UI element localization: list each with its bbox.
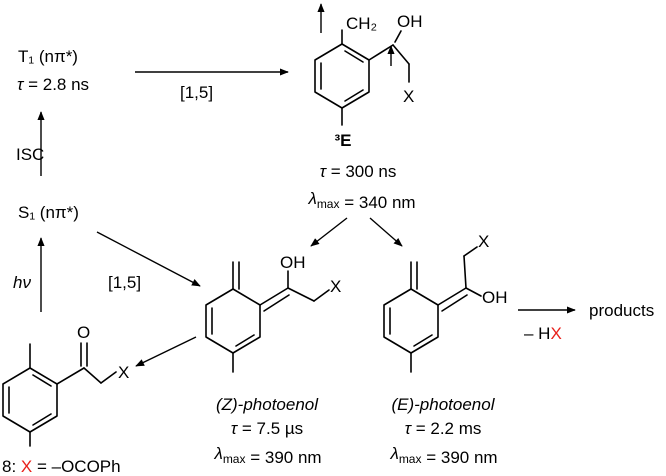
products-label: products — [589, 301, 654, 320]
isc-label: ISC — [16, 145, 44, 164]
hv-label: hν — [13, 273, 31, 292]
compound-8-structure — [2, 342, 117, 447]
e-enol-name: (E)-photoenol — [391, 395, 495, 414]
z-photoenol-structure — [205, 261, 330, 373]
biradical-leaving-group: X — [403, 87, 414, 106]
methylene-atom-label: CH₂ — [346, 14, 377, 33]
z-enol-oh-label: OH — [280, 253, 306, 272]
z-enol-name: (Z)-photoenol — [216, 395, 319, 414]
biradical-lambda-max: λmax = 340 nm — [307, 189, 415, 212]
e-enol-lambda-max: λmax = 390 nm — [389, 444, 497, 467]
z-enol-leaving-group: X — [330, 277, 341, 296]
shift-label-top: [1,5] — [180, 83, 213, 102]
shift-label-mid: [1,5] — [108, 273, 141, 292]
s1-state-label: S₁ (nπ*) — [18, 203, 79, 222]
biradical-3e-structure — [314, 3, 410, 126]
ketone-oxygen-label: O — [77, 323, 90, 342]
to-e-enol-arrow — [369, 217, 403, 247]
compound-8-leaving-group: X — [118, 363, 129, 382]
z-enol-lifetime: τ = 7.5 µs — [231, 419, 303, 438]
biradical-name: ³E — [335, 131, 352, 150]
to-z-enol-arrow — [310, 217, 348, 247]
z-enol-lambda-max: λmax = 390 nm — [213, 444, 321, 467]
elimination-text: – HX — [524, 324, 562, 343]
shift-arrow-mid — [96, 231, 201, 287]
t1-lifetime-label: τ = 2.8 ns — [17, 75, 89, 94]
e-photoenol-structure — [383, 246, 482, 373]
t1-state-label: T₁ (nπ*) — [18, 47, 78, 66]
compound-8-caption: 8: X = –OCOPh — [2, 457, 121, 476]
e-enol-leaving-group: X — [478, 232, 489, 251]
elimination-label: – HX — [524, 324, 562, 343]
biradical-oh-label: OH — [397, 12, 423, 31]
e-enol-lifetime: τ = 2.2 ms — [405, 419, 482, 438]
biradical-lifetime: τ = 300 ns — [320, 162, 397, 181]
z-enol-reversion-arrow — [135, 336, 197, 367]
e-enol-oh-label: OH — [482, 288, 508, 307]
